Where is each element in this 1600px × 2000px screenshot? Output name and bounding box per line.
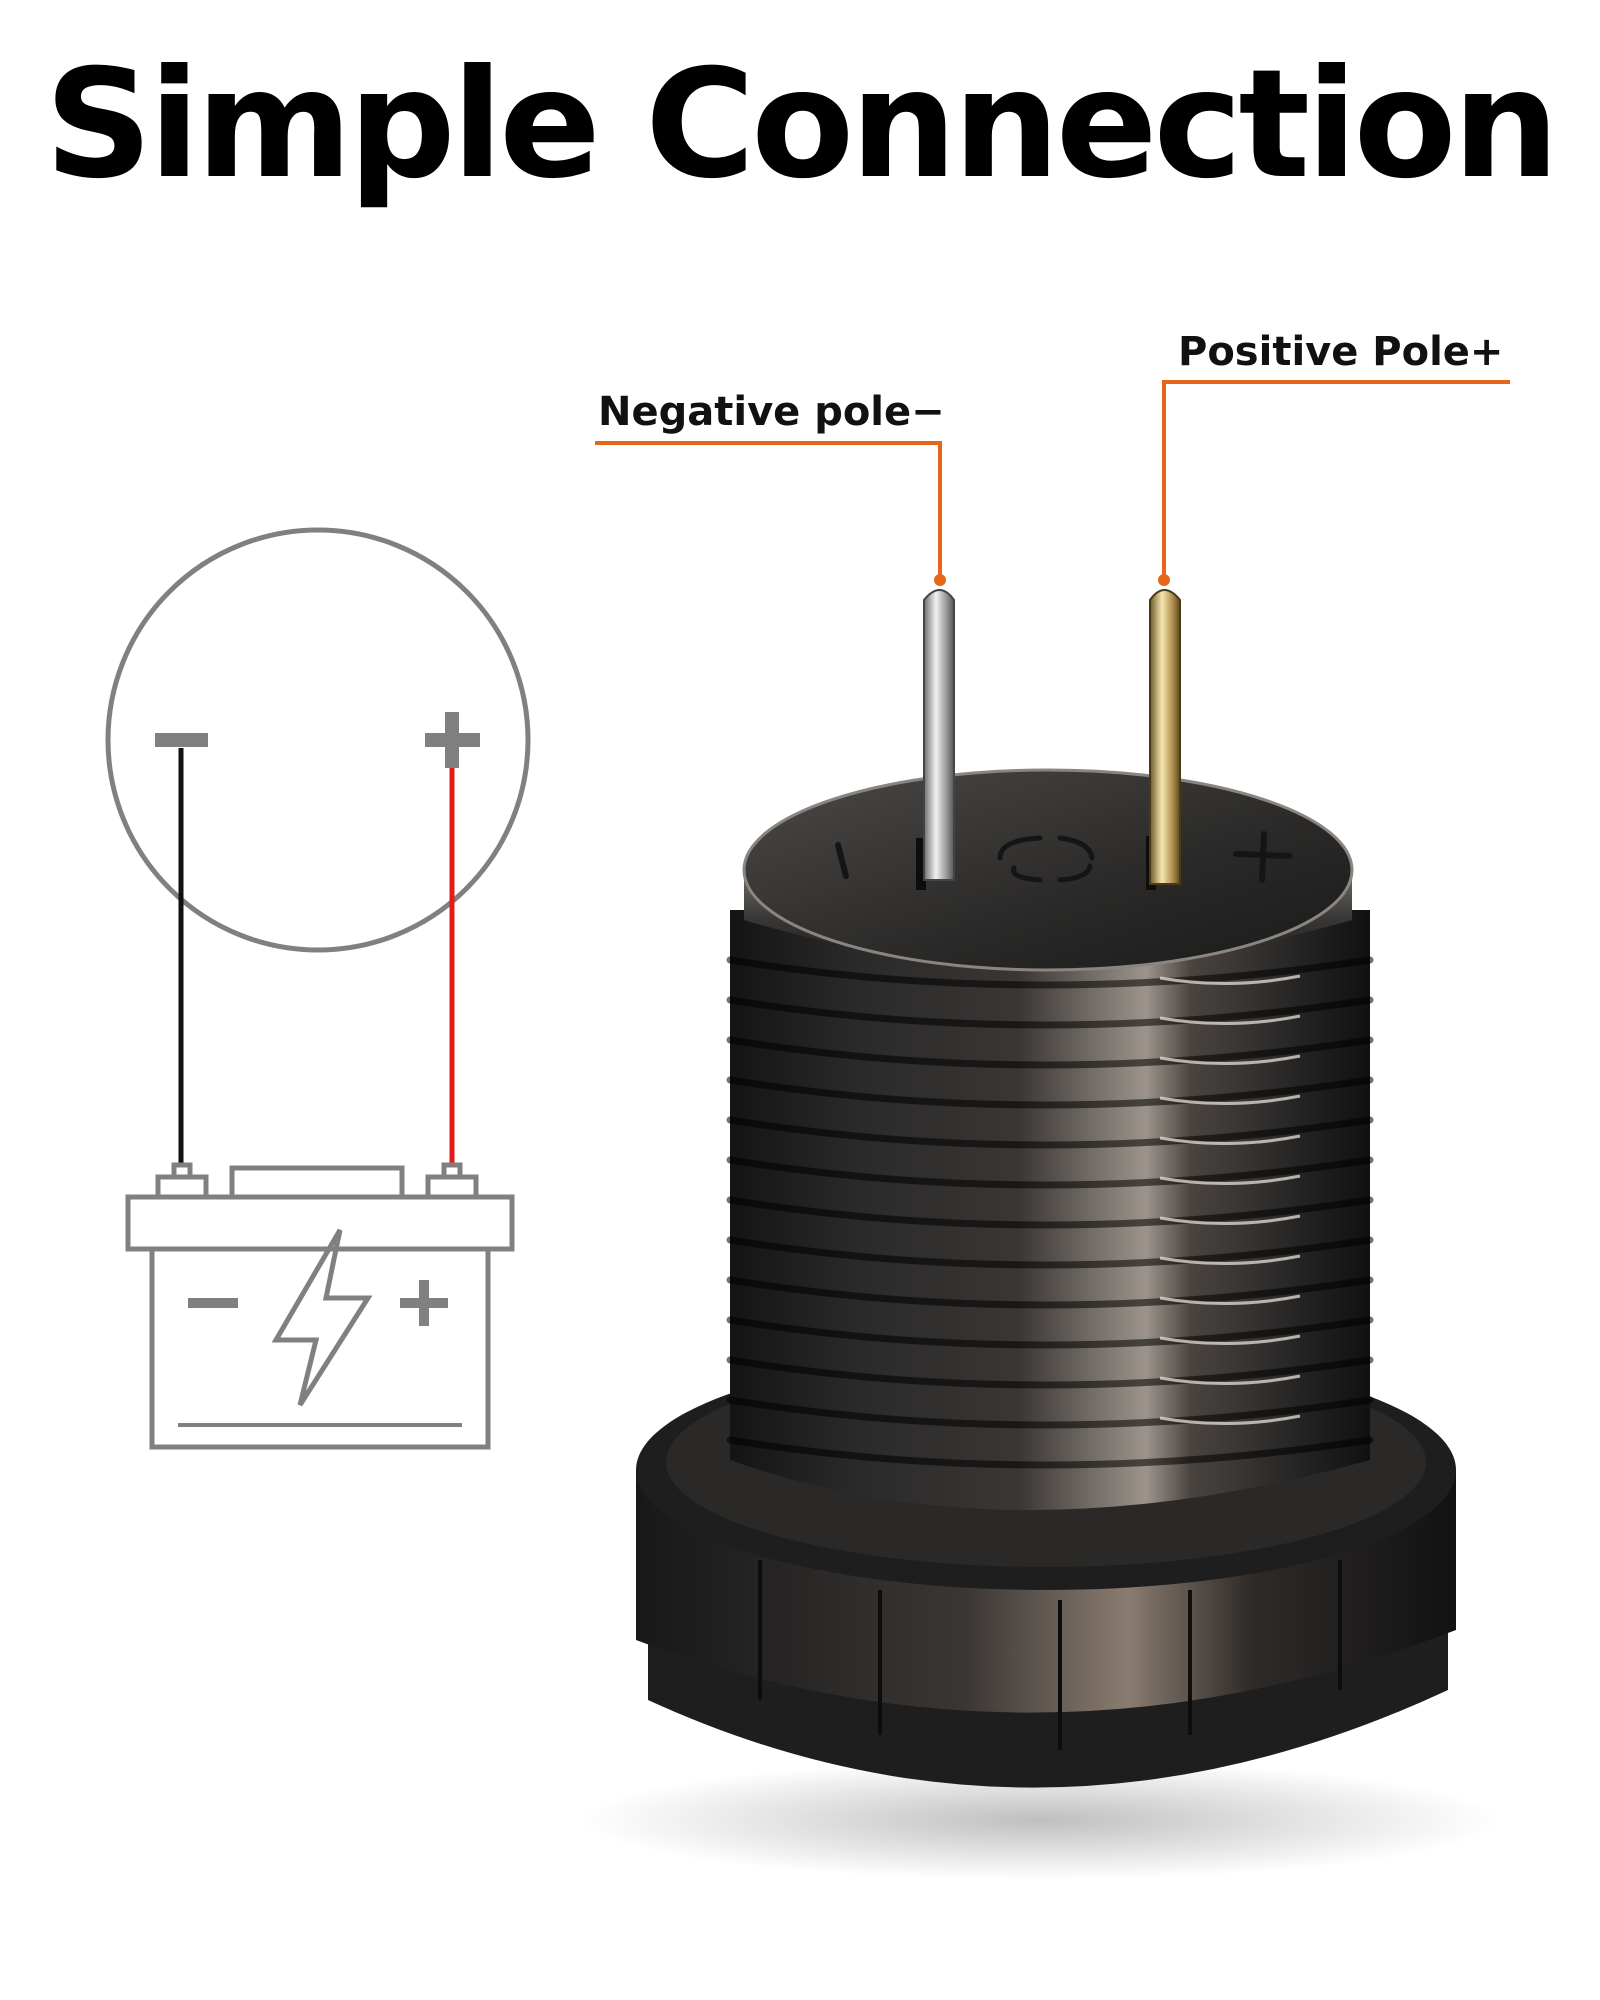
ce-mark bbox=[997, 835, 1095, 883]
negative-pin bbox=[923, 589, 955, 881]
plus-symbol bbox=[425, 712, 480, 768]
socket-render bbox=[580, 589, 1500, 1880]
cap-plus-mark bbox=[1233, 831, 1293, 883]
positive-leader-line bbox=[1158, 380, 1510, 586]
positive-pole-label: Positive Pole+ bbox=[1178, 329, 1504, 375]
negative-leader-line bbox=[595, 441, 946, 586]
socket-schematic bbox=[105, 527, 531, 953]
battery-icon bbox=[125, 1162, 515, 1450]
positive-pin bbox=[1149, 589, 1181, 885]
lightning-bolt-icon bbox=[271, 1228, 373, 1407]
page-title: Simple Connection bbox=[44, 38, 1560, 212]
cap-minus-mark bbox=[835, 842, 849, 879]
battery-plus-symbol bbox=[400, 1280, 448, 1326]
socket-cap-top bbox=[744, 770, 1352, 970]
socket-outline-circle bbox=[105, 527, 531, 953]
negative-pole-label: Negative pole− bbox=[598, 389, 945, 435]
